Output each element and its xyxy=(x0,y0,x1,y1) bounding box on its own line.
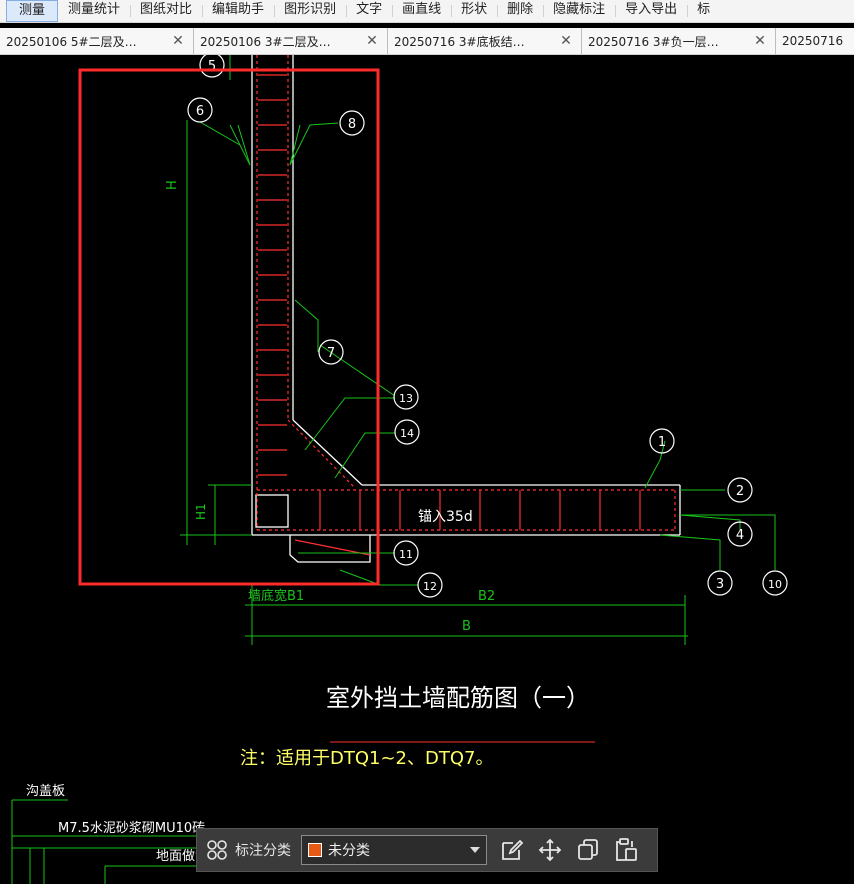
dim-b1-label: 墙底宽B1 xyxy=(248,588,304,604)
legend-mortar: M7.5水泥砂浆砌MU10砖 xyxy=(58,821,205,836)
callout-12 xyxy=(417,572,443,598)
doc-tab-label: 20250716 3#底板结… xyxy=(394,34,525,49)
toolbar-compare[interactable]: 图纸对比 xyxy=(130,0,202,22)
rebar xyxy=(256,55,676,556)
callout-4 xyxy=(727,521,753,547)
svg-text:11: 11 xyxy=(399,548,413,561)
toolbar-hide-annotation[interactable]: 隐藏标注 xyxy=(543,0,615,22)
callout-2 xyxy=(727,477,753,503)
move-icon[interactable] xyxy=(537,837,563,863)
section-legend xyxy=(11,799,210,884)
toolbar-shape[interactable]: 形状 xyxy=(451,0,497,22)
toolbar-recognize[interactable]: 图形识别 xyxy=(274,0,346,22)
annotation-panel: 标注分类 未分类 xyxy=(196,828,658,872)
callout-14 xyxy=(394,419,420,445)
toolbar-measure[interactable]: 测量 xyxy=(6,0,59,22)
svg-text:1: 1 xyxy=(658,435,666,450)
doc-tab-label: 20250106 5#二层及… xyxy=(6,34,137,49)
close-icon[interactable]: ✕ xyxy=(560,33,572,49)
top-toolbar: 测量 测量统计 图纸对比 编辑助手 图形识别 文字 画直线 形状 删除 隐藏标注… xyxy=(0,0,854,23)
document-tabs: 20250106 5#二层及… ✕ 20250106 3#二层及… ✕ 202507… xyxy=(0,28,854,55)
paste-icon[interactable] xyxy=(613,837,639,863)
wall-outline xyxy=(251,55,681,563)
doc-tab[interactable]: 20250106 3#二层及… ✕ xyxy=(194,28,388,54)
dimension-lines xyxy=(180,55,776,645)
svg-text:14: 14 xyxy=(400,427,414,440)
category-select-value: 未分类 xyxy=(328,843,370,859)
drawing-note: 注：适用于DTQ1~2、DTQ7。 xyxy=(240,748,494,769)
dim-h1-label: H1 xyxy=(194,503,208,520)
drawing-canvas[interactable]: 5 6 8 7 13 14 1 2 4 3 10 11 12 H H1 墙底宽B… xyxy=(0,55,854,884)
toolbar-line[interactable]: 画直线 xyxy=(392,0,451,22)
svg-text:2: 2 xyxy=(736,484,744,499)
doc-tab[interactable]: 20250106 5#二层及… ✕ xyxy=(0,28,194,54)
callout-13 xyxy=(393,384,419,410)
dim-b-label: B xyxy=(462,619,471,634)
callout-markers xyxy=(187,55,788,598)
copy-icon[interactable] xyxy=(575,837,601,863)
doc-tab-label: 20250106 3#二层及… xyxy=(200,34,331,49)
drawing-title: 室外挡土墙配筋图（一） xyxy=(326,684,590,712)
toolbar-import-export[interactable]: 导入导出 xyxy=(615,0,687,22)
callout-5 xyxy=(199,55,225,78)
category-swatch xyxy=(308,843,322,857)
legend-cover: 沟盖板 xyxy=(26,784,65,799)
callout-numbers: 5 6 8 7 13 14 1 2 4 3 10 11 12 xyxy=(196,59,782,593)
svg-text:13: 13 xyxy=(399,392,413,405)
svg-text:3: 3 xyxy=(716,577,724,592)
anchor-label: 锚入35d xyxy=(418,509,473,525)
callout-6 xyxy=(187,97,213,123)
grid-icon[interactable] xyxy=(205,838,229,862)
svg-text:5: 5 xyxy=(208,59,216,74)
doc-tab[interactable]: 20250716 3#负一层… ✕ xyxy=(582,28,776,54)
close-icon[interactable]: ✕ xyxy=(172,33,184,49)
toolbar-delete[interactable]: 删除 xyxy=(497,0,543,22)
doc-tab-label: 20250716 xyxy=(782,34,844,48)
toolbar-measure-stats[interactable]: 测量统计 xyxy=(68,2,121,17)
edit-icon[interactable] xyxy=(499,837,525,863)
callout-7 xyxy=(318,339,344,365)
legend-ground: 地面做法 xyxy=(156,849,208,864)
panel-label: 标注分类 xyxy=(235,843,291,859)
svg-text:7: 7 xyxy=(327,346,335,361)
callout-1 xyxy=(649,428,675,454)
category-select[interactable]: 未分类 xyxy=(301,835,487,865)
toolbar-edit-assistant[interactable]: 编辑助手 xyxy=(202,0,274,22)
callout-11 xyxy=(393,540,419,566)
svg-text:10: 10 xyxy=(768,578,782,591)
doc-tab-label: 20250716 3#负一层… xyxy=(588,34,719,49)
dim-h-label: H xyxy=(165,180,180,190)
callout-8 xyxy=(339,110,365,136)
callout-10 xyxy=(762,570,788,596)
doc-tab[interactable]: 20250716 xyxy=(776,28,854,54)
doc-tab[interactable]: 20250716 3#底板结… ✕ xyxy=(388,28,582,54)
dim-b2-label: B2 xyxy=(478,589,495,604)
svg-text:6: 6 xyxy=(196,104,204,119)
close-icon[interactable]: ✕ xyxy=(366,33,378,49)
svg-text:4: 4 xyxy=(736,528,744,543)
close-icon[interactable]: ✕ xyxy=(754,33,766,49)
svg-text:12: 12 xyxy=(423,580,437,593)
svg-text:8: 8 xyxy=(348,117,356,132)
toolbar-text[interactable]: 文字 xyxy=(346,0,392,22)
callout-3 xyxy=(707,570,733,596)
highlight-box[interactable] xyxy=(78,68,380,586)
toolbar-more[interactable]: 标 xyxy=(687,0,720,22)
chevron-down-icon xyxy=(470,847,480,853)
